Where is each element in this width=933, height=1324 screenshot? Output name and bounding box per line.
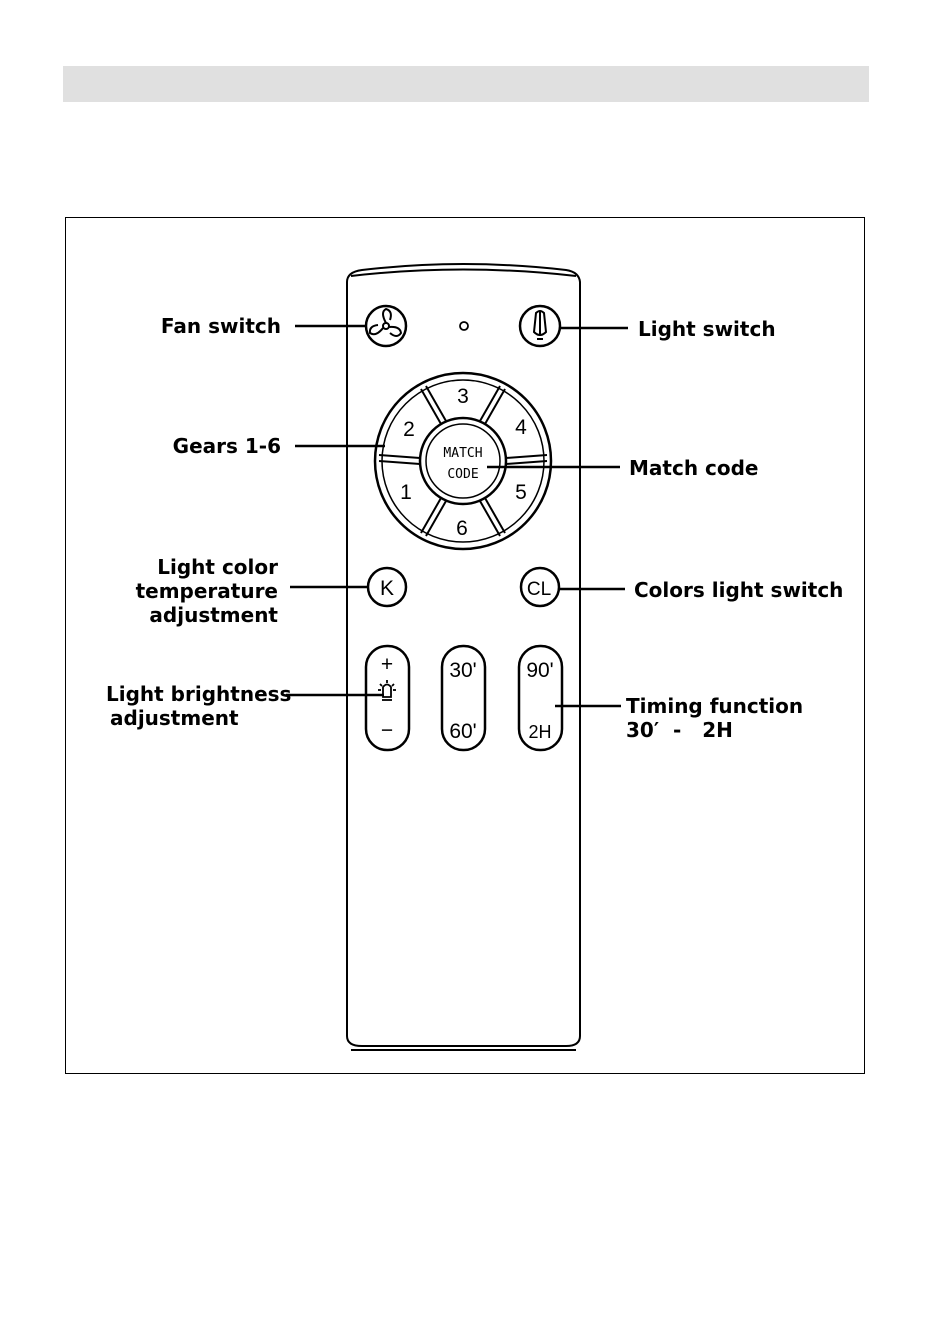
timer-60-label[interactable]: 60' — [449, 720, 476, 743]
light-switch-button[interactable] — [520, 306, 560, 346]
brightness-minus[interactable]: − — [381, 719, 393, 742]
label-fan-switch: Fan switch — [161, 314, 281, 338]
match-code-line1: MATCH — [443, 446, 482, 461]
cl-button-label: CL — [527, 579, 551, 600]
k-button-label: K — [380, 577, 394, 600]
gear-button-5[interactable]: 5 — [515, 481, 527, 504]
timer-90-2h-button[interactable]: 90' 2H — [519, 646, 562, 750]
gear-button-4[interactable]: 4 — [515, 416, 527, 439]
match-code-line2: CODE — [447, 467, 478, 482]
gear-button-2[interactable]: 2 — [403, 418, 415, 441]
label-gears: Gears 1-6 — [173, 434, 281, 458]
label-color-temp-1: Light color — [157, 555, 278, 579]
timer-90-label[interactable]: 90' — [526, 659, 553, 682]
label-brightness-1: Light brightness — [106, 682, 291, 706]
color-temperature-button[interactable]: K — [368, 568, 406, 606]
label-color-temp-2: temperature — [136, 579, 278, 603]
label-brightness-2: adjustment — [110, 706, 239, 730]
colors-light-switch-button[interactable]: CL — [521, 568, 559, 606]
gear-button-3[interactable]: 3 — [457, 385, 469, 408]
timer-30-label[interactable]: 30' — [449, 659, 476, 682]
brightness-plus[interactable]: + — [381, 653, 393, 676]
label-match-code: Match code — [629, 456, 759, 480]
label-light-switch: Light switch — [638, 317, 776, 341]
indicator-led — [460, 322, 468, 330]
gear-button-6[interactable]: 6 — [456, 517, 468, 540]
label-timing-2: 30′ - 2H — [626, 718, 733, 742]
gear-button-1[interactable]: 1 — [400, 481, 412, 504]
label-timing-1: Timing function — [626, 694, 803, 718]
label-colors-light-switch: Colors light switch — [634, 578, 843, 602]
timer-30-60-button[interactable]: 30' 60' — [442, 646, 485, 750]
brightness-button[interactable]: + − — [366, 646, 409, 750]
fan-switch-button[interactable] — [366, 306, 406, 346]
timer-2h-label[interactable]: 2H — [528, 722, 551, 742]
label-color-temp-3: adjustment — [149, 603, 278, 627]
